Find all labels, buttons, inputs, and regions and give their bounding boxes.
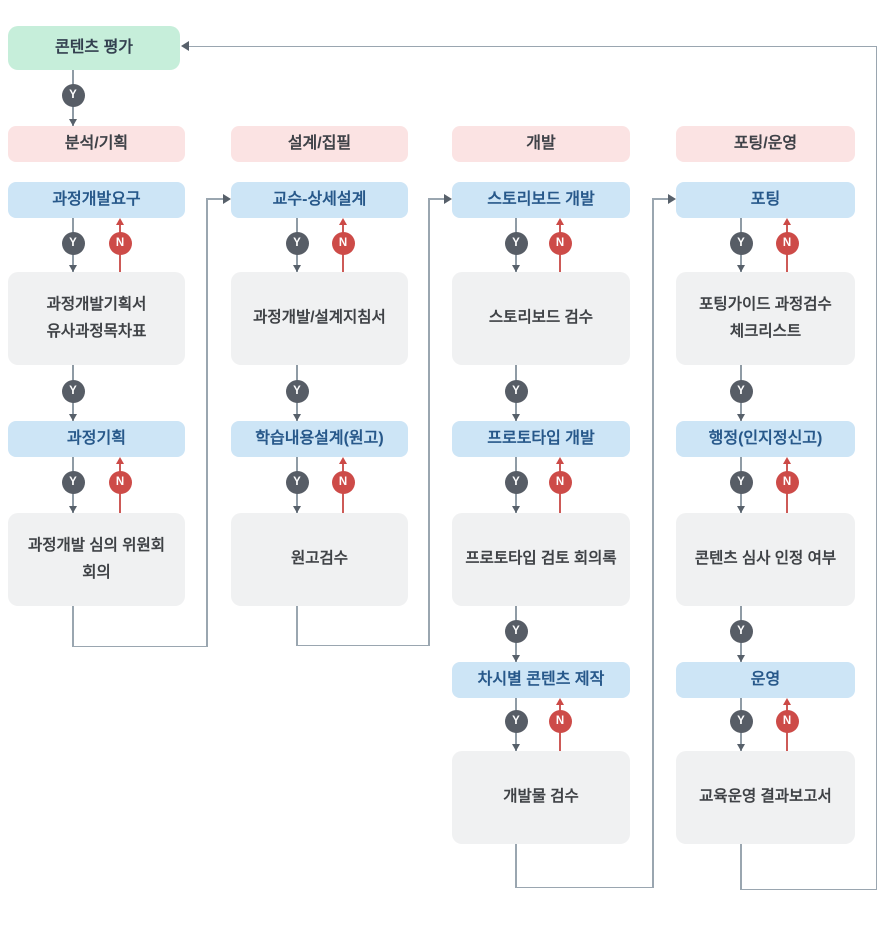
connector-line <box>428 199 430 646</box>
connector-line <box>189 45 877 47</box>
no-badge: N <box>331 470 355 494</box>
yes-badge: Y <box>504 709 528 733</box>
yes-badge: Y <box>729 619 753 643</box>
arrow-up-icon <box>338 218 347 225</box>
arrow-down-icon <box>511 414 520 421</box>
doc-node: 프로토타입 검토 회의록 <box>452 513 630 606</box>
no-badge: N <box>548 231 572 255</box>
doc-node: 원고검수 <box>231 513 408 606</box>
connector-line <box>296 644 430 646</box>
arrow-up-icon <box>555 457 564 464</box>
connector-line <box>875 46 877 890</box>
phase-header-porting-operation: 포팅/운영 <box>676 126 855 162</box>
yes-badge: Y <box>61 470 85 494</box>
arrow-down-icon <box>292 265 301 272</box>
no-badge: N <box>775 709 799 733</box>
connector-line <box>428 198 445 200</box>
arrow-up-icon <box>555 698 564 705</box>
connector-line <box>740 888 877 890</box>
yes-badge: Y <box>285 470 309 494</box>
arrow-down-icon <box>68 265 77 272</box>
phase-header-development: 개발 <box>452 126 630 162</box>
yes-badge: Y <box>285 231 309 255</box>
arrow-down-icon <box>736 744 745 751</box>
step-node: 학습내용설계(원고) <box>231 421 408 457</box>
step-node: 교수-상세설계 <box>231 182 408 218</box>
arrow-down-icon <box>68 506 77 513</box>
step-node: 차시별 콘텐츠 제작 <box>452 662 630 698</box>
arrow-up-icon <box>338 457 347 464</box>
arrow-up-icon <box>115 457 124 464</box>
node-content-evaluation: 콘텐츠 평가 <box>8 26 180 70</box>
connector-line <box>72 606 74 647</box>
arrow-up-icon <box>115 218 124 225</box>
arrow-right-icon <box>223 194 231 204</box>
no-badge: N <box>108 231 132 255</box>
yes-badge: Y <box>504 619 528 643</box>
no-badge: N <box>775 470 799 494</box>
phase-header-design-writing: 설계/집필 <box>231 126 408 162</box>
connector-line <box>72 645 208 647</box>
yes-badge: Y <box>504 379 528 403</box>
arrow-down-icon <box>292 506 301 513</box>
no-badge: N <box>108 470 132 494</box>
arrow-up-icon <box>782 457 791 464</box>
arrow-up-icon <box>782 698 791 705</box>
connector-line <box>652 199 654 888</box>
step-node: 과정개발요구 <box>8 182 185 218</box>
arrow-down-icon <box>511 655 520 662</box>
yes-badge: Y <box>504 470 528 494</box>
yes-badge: Y <box>729 231 753 255</box>
step-node: 프로토타입 개발 <box>452 421 630 457</box>
doc-node: 과정개발/설계지침서 <box>231 272 408 365</box>
step-node: 운영 <box>676 662 855 698</box>
arrow-down-icon <box>511 744 520 751</box>
step-node: 스토리보드 개발 <box>452 182 630 218</box>
yes-badge: Y <box>504 231 528 255</box>
no-badge: N <box>548 709 572 733</box>
step-node: 포팅 <box>676 182 855 218</box>
doc-node: 과정개발기획서 유사과정목차표 <box>8 272 185 365</box>
arrow-down-icon <box>68 414 77 421</box>
arrow-down-icon <box>68 119 77 126</box>
connector-line <box>206 198 224 200</box>
yes-badge: Y <box>729 709 753 733</box>
no-badge: N <box>775 231 799 255</box>
doc-node: 스토리보드 검수 <box>452 272 630 365</box>
arrow-down-icon <box>511 265 520 272</box>
arrow-up-icon <box>555 218 564 225</box>
arrow-down-icon <box>736 265 745 272</box>
yes-badge: Y <box>729 379 753 403</box>
doc-node: 과정개발 심의 위원회 회의 <box>8 513 185 606</box>
arrow-down-icon <box>511 506 520 513</box>
connector-line <box>515 886 653 888</box>
doc-node: 교육운영 결과보고서 <box>676 751 855 844</box>
doc-node: 포팅가이드 과정검수 체크리스트 <box>676 272 855 365</box>
arrow-right-icon <box>444 194 452 204</box>
connector-line <box>206 199 208 647</box>
connector-line <box>296 606 298 646</box>
arrow-up-icon <box>782 218 791 225</box>
phase-header-analysis-planning: 분석/기획 <box>8 126 185 162</box>
arrow-left-icon <box>181 41 189 51</box>
connector-line <box>652 198 669 200</box>
arrow-down-icon <box>736 414 745 421</box>
arrow-right-icon <box>668 194 676 204</box>
doc-node: 콘텐츠 심사 인정 여부 <box>676 513 855 606</box>
doc-node: 개발물 검수 <box>452 751 630 844</box>
step-node: 과정기획 <box>8 421 185 457</box>
arrow-down-icon <box>292 414 301 421</box>
no-badge: N <box>331 231 355 255</box>
yes-badge: Y <box>285 379 309 403</box>
connector-line <box>515 844 517 888</box>
yes-badge: Y <box>61 231 85 255</box>
yes-badge: Y <box>61 83 85 107</box>
connector-line <box>740 844 742 890</box>
step-node: 행정(인지정신고) <box>676 421 855 457</box>
no-badge: N <box>548 470 572 494</box>
yes-badge: Y <box>61 379 85 403</box>
yes-badge: Y <box>729 470 753 494</box>
arrow-down-icon <box>736 506 745 513</box>
arrow-down-icon <box>736 655 745 662</box>
